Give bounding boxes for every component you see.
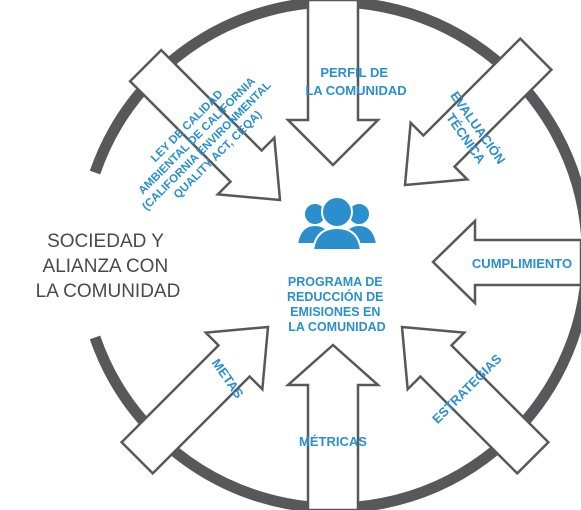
community-group-icon bbox=[295, 196, 379, 251]
svg-text:PERFIL DE LA COMUNIDAD: PERFIL DE LA COMUNIDAD bbox=[305, 65, 406, 98]
side-label-line-1: SOCIEDAD Y bbox=[47, 231, 164, 252]
arrow-top-line-1: PERFIL DE bbox=[320, 65, 388, 80]
arrow-metricas: MÉTRICAS bbox=[284, 343, 382, 510]
arrow-metas bbox=[119, 325, 270, 476]
arrow-estrategias bbox=[400, 325, 551, 476]
svg-text:CUMPLIMIENTO: CUMPLIMIENTO bbox=[472, 256, 572, 271]
arrow-cumplimiento: CUMPLIMIENTO bbox=[431, 218, 581, 306]
svg-text:MÉTRICAS: MÉTRICAS bbox=[299, 434, 367, 449]
arrow-ley-de-calidad bbox=[128, 48, 282, 202]
arrow-bottom-line-1: MÉTRICAS bbox=[299, 434, 367, 449]
center-line-4: LA COMUNIDAD bbox=[288, 320, 385, 334]
outer-ring bbox=[89, 0, 581, 510]
center-line-2: REDUCCIÓN DE bbox=[287, 289, 384, 304]
center-line-1: PROGRAMA DE bbox=[288, 275, 383, 289]
side-label-line-2: ALIANZA CON bbox=[43, 256, 169, 277]
center-title: PROGRAMA DE REDUCCIÓN DE EMISIONES EN LA… bbox=[287, 275, 387, 334]
side-label: SOCIEDAD Y ALIANZA CON LA COMUNIDAD bbox=[36, 231, 181, 302]
center-line-3: EMISIONES EN bbox=[290, 305, 380, 319]
arrow-top-line-2: LA COMUNIDAD bbox=[305, 83, 406, 98]
side-label-line-3: LA COMUNIDAD bbox=[36, 281, 181, 302]
arrow-perfil-de-la-comunidad: PERFIL DE LA COMUNIDAD bbox=[284, 0, 407, 167]
arrow-right-line-1: CUMPLIMIENTO bbox=[472, 256, 572, 271]
arrow-evaluacion-tecnica bbox=[403, 36, 554, 187]
